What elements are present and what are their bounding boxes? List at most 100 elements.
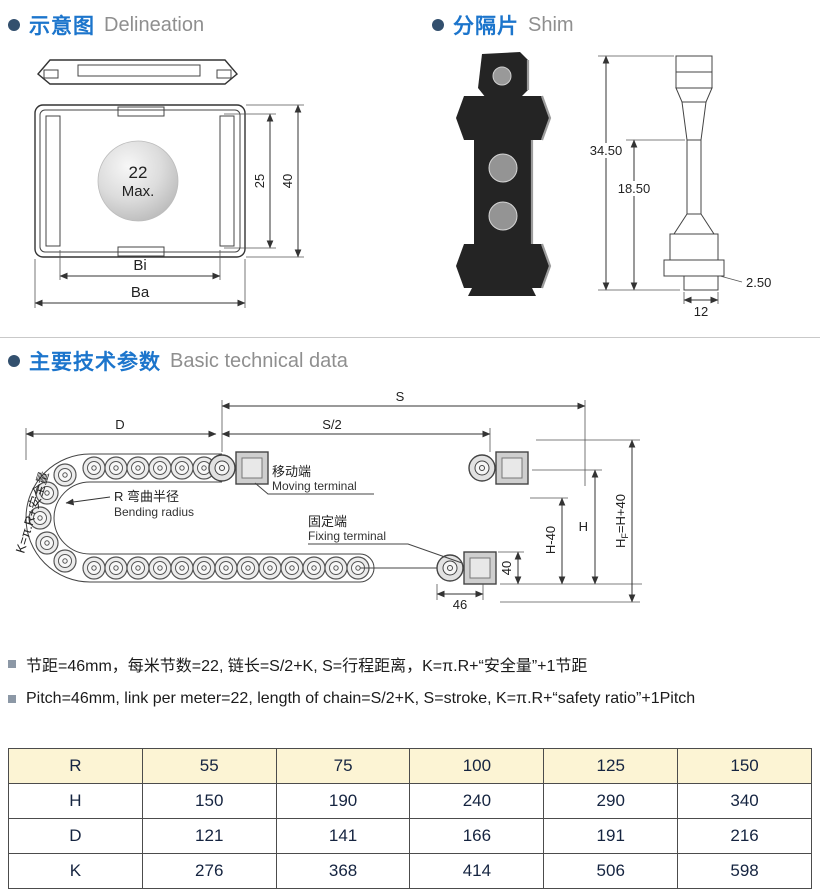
dim-shim-total-height: 34.50 bbox=[580, 55, 680, 291]
table-row-h: H 150 190 240 290 340 bbox=[8, 783, 812, 819]
section-header-technical: 主要技术参数 Basic technical data bbox=[8, 346, 348, 376]
section-title-en: Delineation bbox=[104, 13, 205, 36]
dim-s-label: S bbox=[396, 389, 405, 404]
moving-terminal-right bbox=[468, 451, 529, 485]
shim-side-view bbox=[663, 55, 725, 291]
section-title-zh: 主要技术参数 bbox=[29, 351, 161, 374]
section-title-en: Basic technical data bbox=[170, 349, 348, 372]
section-header-shim: 分隔片 Shim bbox=[432, 10, 574, 40]
shim-3d-view bbox=[456, 52, 552, 296]
technical-diagram: S S/2 D 移动端 Moving terminal 固定端 Fixing t… bbox=[13, 389, 642, 612]
table-cell: 75 bbox=[275, 748, 411, 784]
carrier-lid bbox=[37, 59, 238, 85]
table-cell: D bbox=[8, 818, 143, 854]
section-title-zh: 示意图 bbox=[29, 15, 95, 38]
dim-hf-label: HF=H+40 bbox=[613, 494, 630, 548]
ball-dim-value: 22 bbox=[129, 163, 148, 182]
cable-chain bbox=[25, 453, 437, 583]
table-cell: 190 bbox=[275, 783, 411, 819]
dim-3450-label: 34.50 bbox=[590, 143, 623, 158]
dim-40: 40 bbox=[498, 551, 524, 585]
fixing-terminal-zh: 固定端 bbox=[308, 514, 347, 529]
dim-40-label: 40 bbox=[499, 561, 514, 575]
section-bullet-icon bbox=[8, 355, 20, 367]
note-bullet-icon bbox=[8, 660, 16, 668]
table-cell: 191 bbox=[543, 818, 679, 854]
table-cell: 150 bbox=[141, 783, 277, 819]
dim-h40-label: H-40 bbox=[543, 526, 558, 554]
note-text: Pitch=46mm, link per meter=22, length of… bbox=[26, 690, 696, 707]
table-cell: 240 bbox=[409, 783, 545, 819]
moving-terminal-label: 移动端 Moving terminal bbox=[254, 464, 374, 495]
technical-data-table: R 55 75 100 125 150 H 150 190 240 290 34… bbox=[8, 748, 812, 889]
dim-250-label: 2.50 bbox=[746, 275, 771, 290]
dim-40-label: 40 bbox=[280, 174, 295, 188]
table-cell: 368 bbox=[275, 853, 411, 889]
dim-stroke: S bbox=[221, 389, 586, 486]
dim-shim-foot-width: 12 bbox=[683, 292, 719, 319]
table-cell: 121 bbox=[141, 818, 277, 854]
table-cell: 55 bbox=[141, 748, 277, 784]
table-cell: H bbox=[8, 783, 143, 819]
section-title-en: Shim bbox=[528, 13, 574, 36]
dim-h-minus-40: H-40 bbox=[530, 497, 568, 585]
table-cell: 150 bbox=[677, 748, 812, 784]
dim-s2-label: S/2 bbox=[322, 417, 342, 432]
note-chinese: 节距=46mm，每米节数=22, 链长=S/2+K, S=行程距离，K=π.R+… bbox=[8, 652, 587, 676]
table-cell: 598 bbox=[677, 853, 812, 889]
fixing-terminal-label: 固定端 Fixing terminal bbox=[308, 514, 463, 564]
fixing-terminal-en: Fixing terminal bbox=[308, 529, 386, 543]
delineation-diagram: 22 Max. 25 40 Bi Ba bbox=[34, 59, 304, 308]
section-header-delineation: 示意图 Delineation bbox=[8, 10, 204, 40]
section-bullet-icon bbox=[432, 19, 444, 31]
table-cell: 276 bbox=[141, 853, 277, 889]
dim-shim-thickness: 2.50 bbox=[719, 275, 771, 290]
bending-radius-label: R 弯曲半径 Bending radius bbox=[65, 489, 194, 519]
table-cell: 340 bbox=[677, 783, 812, 819]
table-row-d: D 121 141 166 191 216 bbox=[8, 818, 812, 854]
table-cell: 141 bbox=[275, 818, 411, 854]
dim-half-stroke: S/2 bbox=[221, 417, 491, 452]
dim-25-label: 25 bbox=[252, 174, 267, 188]
table-cell: 125 bbox=[543, 748, 679, 784]
shim-diagram: 34.50 18.50 2.50 12 bbox=[456, 52, 771, 319]
cable-diameter-ball: 22 Max. bbox=[97, 140, 179, 222]
section-bullet-icon bbox=[8, 19, 20, 31]
note-bullet-icon bbox=[8, 695, 16, 703]
bending-radius-en: Bending radius bbox=[114, 505, 194, 519]
section-title-zh: 分隔片 bbox=[453, 15, 519, 38]
moving-terminal-zh: 移动端 bbox=[272, 464, 311, 479]
table-cell: 290 bbox=[543, 783, 679, 819]
dim-46: 46 bbox=[436, 584, 484, 612]
note-english: Pitch=46mm, link per meter=22, length of… bbox=[8, 690, 695, 708]
dim-d-label: D bbox=[115, 417, 124, 432]
fixing-terminal bbox=[436, 551, 497, 585]
dim-d: D bbox=[25, 417, 217, 460]
moving-terminal bbox=[208, 451, 269, 485]
dim-outer-width: Ba bbox=[34, 259, 246, 308]
table-cell: 166 bbox=[409, 818, 545, 854]
dim-inner-height: 25 bbox=[224, 113, 276, 249]
dim-h-label: H bbox=[579, 519, 588, 534]
dim-h: H bbox=[500, 469, 642, 585]
ball-dim-max: Max. bbox=[122, 183, 155, 200]
dim-bi-label: Bi bbox=[133, 257, 146, 274]
dim-1850-label: 18.50 bbox=[618, 181, 651, 196]
bending-radius-zh: R 弯曲半径 bbox=[114, 489, 179, 504]
table-cell: 100 bbox=[409, 748, 545, 784]
table-cell: 216 bbox=[677, 818, 812, 854]
moving-terminal-en: Moving terminal bbox=[272, 479, 357, 493]
section-divider bbox=[0, 337, 820, 338]
dim-46-label: 46 bbox=[453, 597, 467, 612]
note-text: 节距=46mm，每米节数=22, 链长=S/2+K, S=行程距离，K=π.R+… bbox=[26, 658, 588, 675]
table-cell: 506 bbox=[543, 853, 679, 889]
table-cell: 414 bbox=[409, 853, 545, 889]
dim-inner-width: Bi bbox=[59, 250, 221, 280]
table-row-k: K 276 368 414 506 598 bbox=[8, 853, 812, 889]
dim-shim-mid-height: 18.50 bbox=[608, 139, 685, 291]
table-cell: K bbox=[8, 853, 143, 889]
dim-ba-label: Ba bbox=[131, 284, 150, 301]
table-cell: R bbox=[8, 748, 143, 784]
dim-outer-height: 40 bbox=[246, 104, 304, 258]
